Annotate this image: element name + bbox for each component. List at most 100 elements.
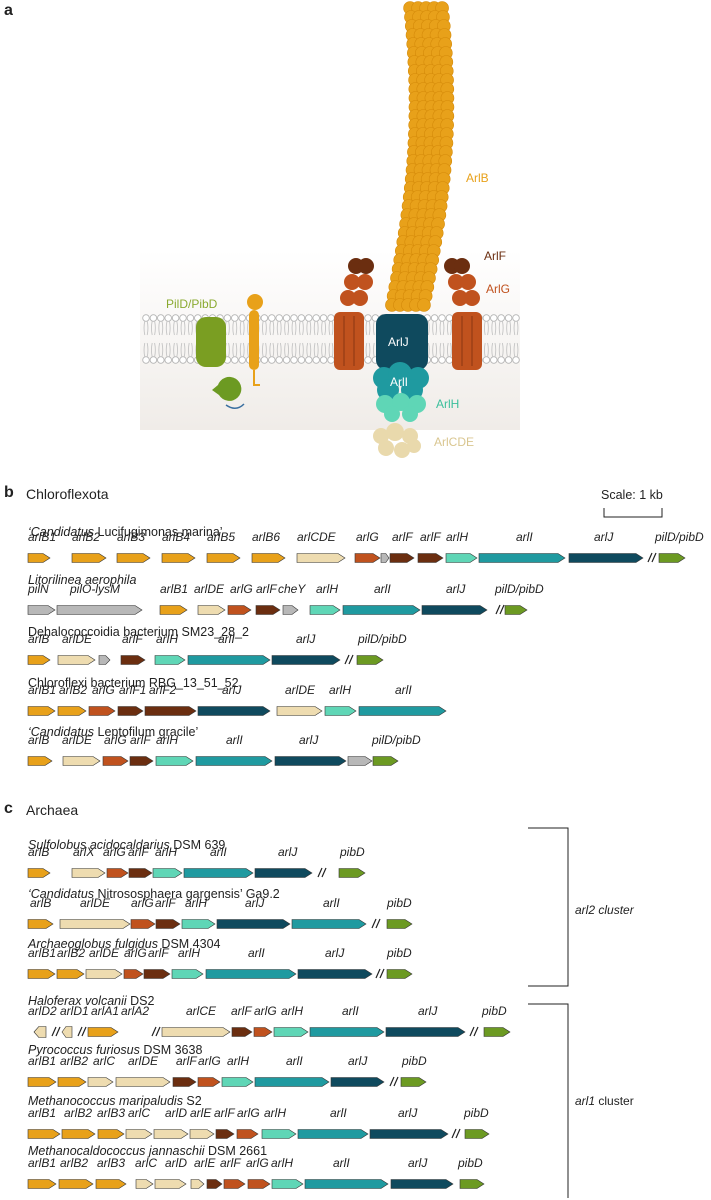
gene-label: arlJ (446, 582, 465, 596)
gene-arrow (98, 1130, 124, 1139)
label-arlB: ArlB (466, 171, 489, 185)
gene-label: arlI (342, 1004, 359, 1018)
gene-arrow (297, 554, 345, 563)
gene-label: arlI (210, 845, 227, 859)
gene-label: arlH (227, 1054, 249, 1068)
gene-arrow (86, 970, 122, 979)
gene-arrow (145, 707, 196, 716)
gene-arrow (387, 920, 412, 929)
gene-label: arlJ (594, 530, 613, 544)
gene-track-c3 (0, 1025, 711, 1039)
gene-arrow (28, 970, 55, 979)
gene-arrow (484, 1028, 510, 1037)
gene-arrow (58, 707, 86, 716)
gene-label: arlC (128, 1106, 150, 1120)
gene-track-b0 (0, 551, 711, 565)
gene-label: arlDE (285, 683, 315, 697)
gene-label: arlJ (222, 683, 241, 697)
gene-arrow (155, 1180, 186, 1189)
gene-label: arlG (254, 1004, 277, 1018)
gene-label: arlB1 (160, 582, 188, 596)
break-mark (52, 1027, 60, 1036)
gene-arrow (232, 1028, 252, 1037)
gene-arrow (272, 656, 340, 665)
gene-arrow (103, 757, 128, 766)
gene-label: arlG (103, 845, 126, 859)
gene-arrow (173, 1078, 196, 1087)
gene-arrow (277, 707, 322, 716)
gene-label: arlJ (408, 1156, 427, 1170)
gene-label: arlC (135, 1156, 157, 1170)
break-mark (372, 919, 380, 928)
gene-arrow (275, 757, 346, 766)
gene-label: arlB5 (207, 530, 235, 544)
gene-arrow (184, 869, 253, 878)
gene-label: arlF (231, 1004, 252, 1018)
panel-b-title: Chloroflexota (26, 486, 109, 502)
gene-track-c0 (0, 866, 711, 880)
gene-arrow (124, 970, 143, 979)
gene-label: arlCDE (297, 530, 336, 544)
gene-arrow (160, 606, 187, 615)
gene-label: arlDE (128, 1054, 158, 1068)
break-mark (470, 1027, 478, 1036)
gene-label: arlB (28, 845, 49, 859)
gene-arrow (381, 554, 389, 563)
gene-arrow (182, 920, 215, 929)
gene-label: arlF (155, 896, 176, 910)
gene-label: arlH (155, 845, 177, 859)
gene-label: arlDE (194, 582, 224, 596)
gene-label: arlF (128, 845, 149, 859)
gene-label: arlDE (62, 632, 92, 646)
gene-label: pibD (458, 1156, 483, 1170)
gene-label: arlH (156, 733, 178, 747)
gene-arrow (252, 554, 285, 563)
gene-arrow (121, 656, 145, 665)
break-mark (78, 1027, 86, 1036)
arl2-cluster-label: arl2 cluster (575, 903, 634, 917)
gene-arrow (59, 1180, 93, 1189)
gene-label: arlB4 (162, 530, 190, 544)
gene-label: pibD (340, 845, 365, 859)
gene-track-b4 (0, 754, 711, 768)
gene-arrow (386, 1028, 465, 1037)
pild-protein (196, 317, 226, 367)
gene-arrow (116, 1078, 170, 1087)
break-mark (152, 1027, 160, 1036)
gene-arrow (254, 1028, 272, 1037)
gene-label: arlI (330, 1106, 347, 1120)
arlF-arlG-complex-right (452, 312, 482, 370)
gene-label: arlE (194, 1156, 215, 1170)
gene-label: arlH (264, 1106, 286, 1120)
gene-label: arlF (176, 1054, 197, 1068)
break-mark (452, 1129, 460, 1138)
gene-label: arlI (248, 946, 265, 960)
gene-label: arlF1 (119, 683, 146, 697)
gene-label: arlF (220, 1156, 241, 1170)
gene-label: pilN (28, 582, 49, 596)
gene-arrow (224, 1180, 245, 1189)
gene-label: arlA1 (91, 1004, 119, 1018)
gene-arrow (129, 869, 152, 878)
gene-arrow (28, 869, 50, 878)
gene-label: arlDE (80, 896, 110, 910)
gene-label: arlF (130, 733, 151, 747)
gene-label: arlI (323, 896, 340, 910)
gene-label: arlC (93, 1054, 115, 1068)
gene-label: arlG (104, 733, 127, 747)
label-arlF: ArlF (484, 249, 506, 263)
break-mark (376, 969, 384, 978)
label-arlJ: ArlJ (388, 335, 409, 349)
gene-arrow (292, 920, 366, 929)
gene-label: arlB2 (59, 683, 87, 697)
gene-label: arlG (131, 896, 154, 910)
gene-label: pilD/pibD (358, 632, 407, 646)
gene-arrow (298, 970, 372, 979)
scale-bar (600, 506, 670, 520)
gene-arrow (88, 1078, 113, 1087)
gene-arrow (460, 1180, 484, 1189)
gene-arrow (144, 970, 170, 979)
gene-label: arlB2 (64, 1106, 92, 1120)
gene-label: arlB (28, 632, 49, 646)
gene-label: arlJ (245, 896, 264, 910)
